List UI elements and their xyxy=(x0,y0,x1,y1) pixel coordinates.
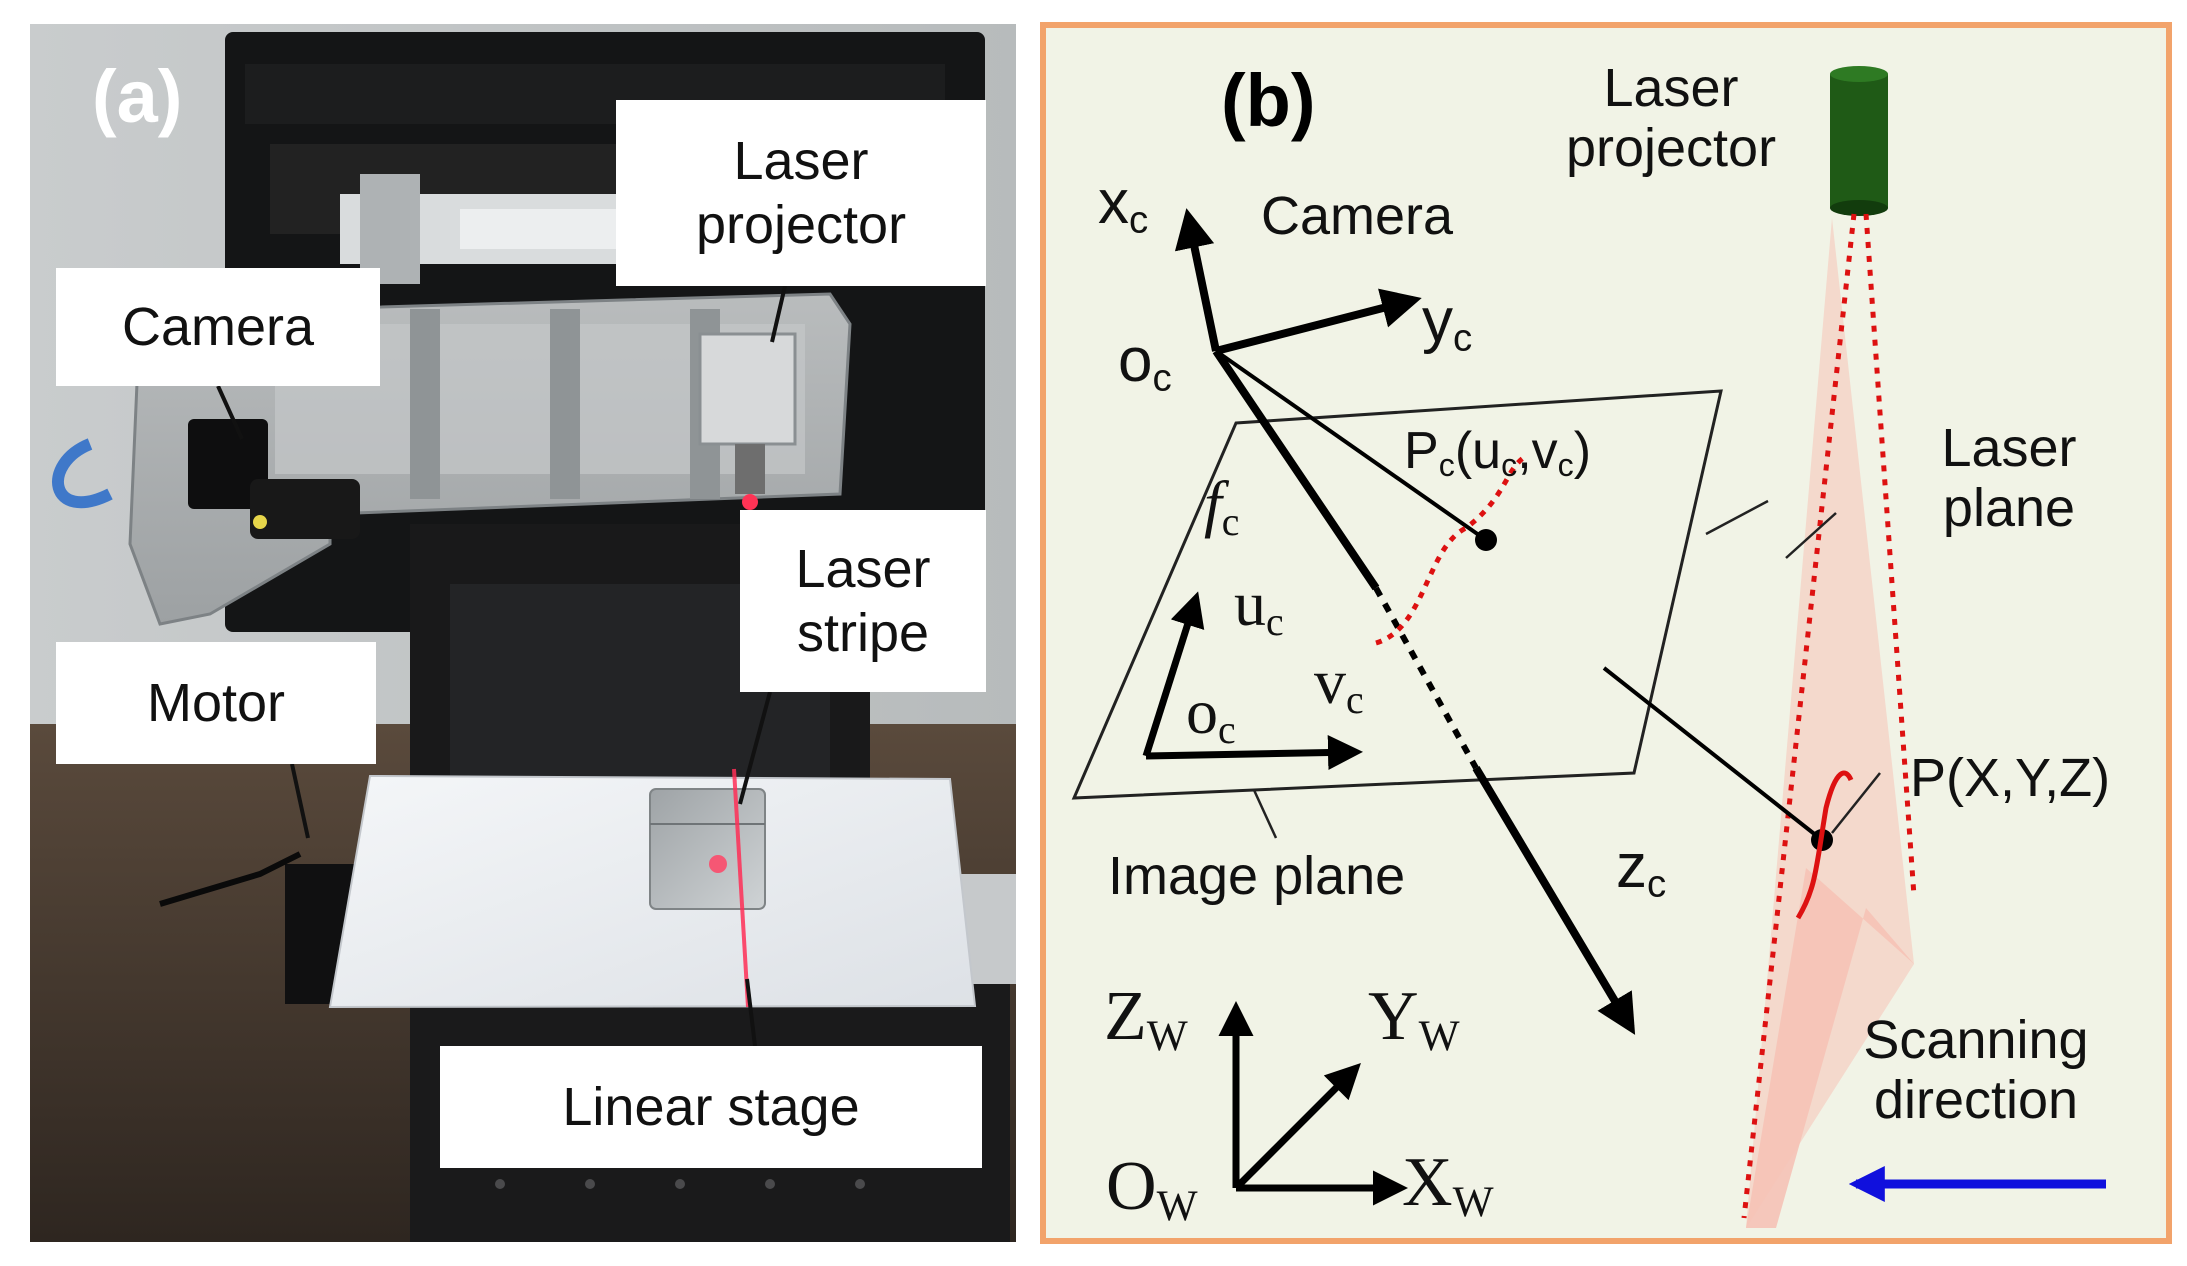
label-laser-projector: Laser projector xyxy=(1565,58,1777,179)
label-oc-image: oc xyxy=(1186,676,1236,752)
projector-unit xyxy=(698,332,797,446)
label-vc: vc xyxy=(1314,646,1364,722)
schematic-drawing xyxy=(1071,66,2106,1228)
label-scanning-direction: Scanning direction xyxy=(1863,1010,2089,1131)
label-zw: ZW xyxy=(1104,978,1188,1060)
callout-linear-stage: Linear stage xyxy=(440,1046,982,1168)
label-xc: xc xyxy=(1098,168,1149,242)
label-yc: yc xyxy=(1422,286,1473,360)
camera-body xyxy=(188,419,268,509)
photo-panel: (a) Laser projector Camera Laser stripe … xyxy=(30,24,1016,1242)
label-pc: Pc(uc,vc) xyxy=(1404,422,1592,484)
label-p-world: P(X,Y,Z) xyxy=(1910,748,2111,808)
callout-laser-projector: Laser projector xyxy=(616,100,986,286)
label-camera: Camera xyxy=(1261,186,1454,246)
laser-stripe-line xyxy=(732,768,750,1008)
label-oc-camera: oc xyxy=(1118,326,1172,400)
callout-motor: Motor xyxy=(56,642,376,764)
label-image-plane: Image plane xyxy=(1108,846,1406,906)
schematic-panel: (b) Laser projector Camera Laser plane I… xyxy=(1040,22,2172,1244)
label-xw: XW xyxy=(1402,1144,1494,1226)
laser-projector-icon xyxy=(1830,66,1888,216)
callout-laser-stripe: Laser stripe xyxy=(740,510,986,692)
label-fc: fc xyxy=(1204,468,1240,544)
panel-a-label: (a) xyxy=(92,55,183,138)
image-plane xyxy=(1071,389,1723,800)
label-uc: uc xyxy=(1234,568,1284,644)
label-laser-plane: Laser plane xyxy=(1941,418,2077,539)
label-yw: YW xyxy=(1368,978,1460,1060)
label-ow: OW xyxy=(1106,1148,1198,1230)
label-zc: zc xyxy=(1616,832,1667,906)
panel-b-label: (b) xyxy=(1221,59,1316,142)
metal-block xyxy=(649,788,766,910)
callout-camera: Camera xyxy=(56,268,380,386)
